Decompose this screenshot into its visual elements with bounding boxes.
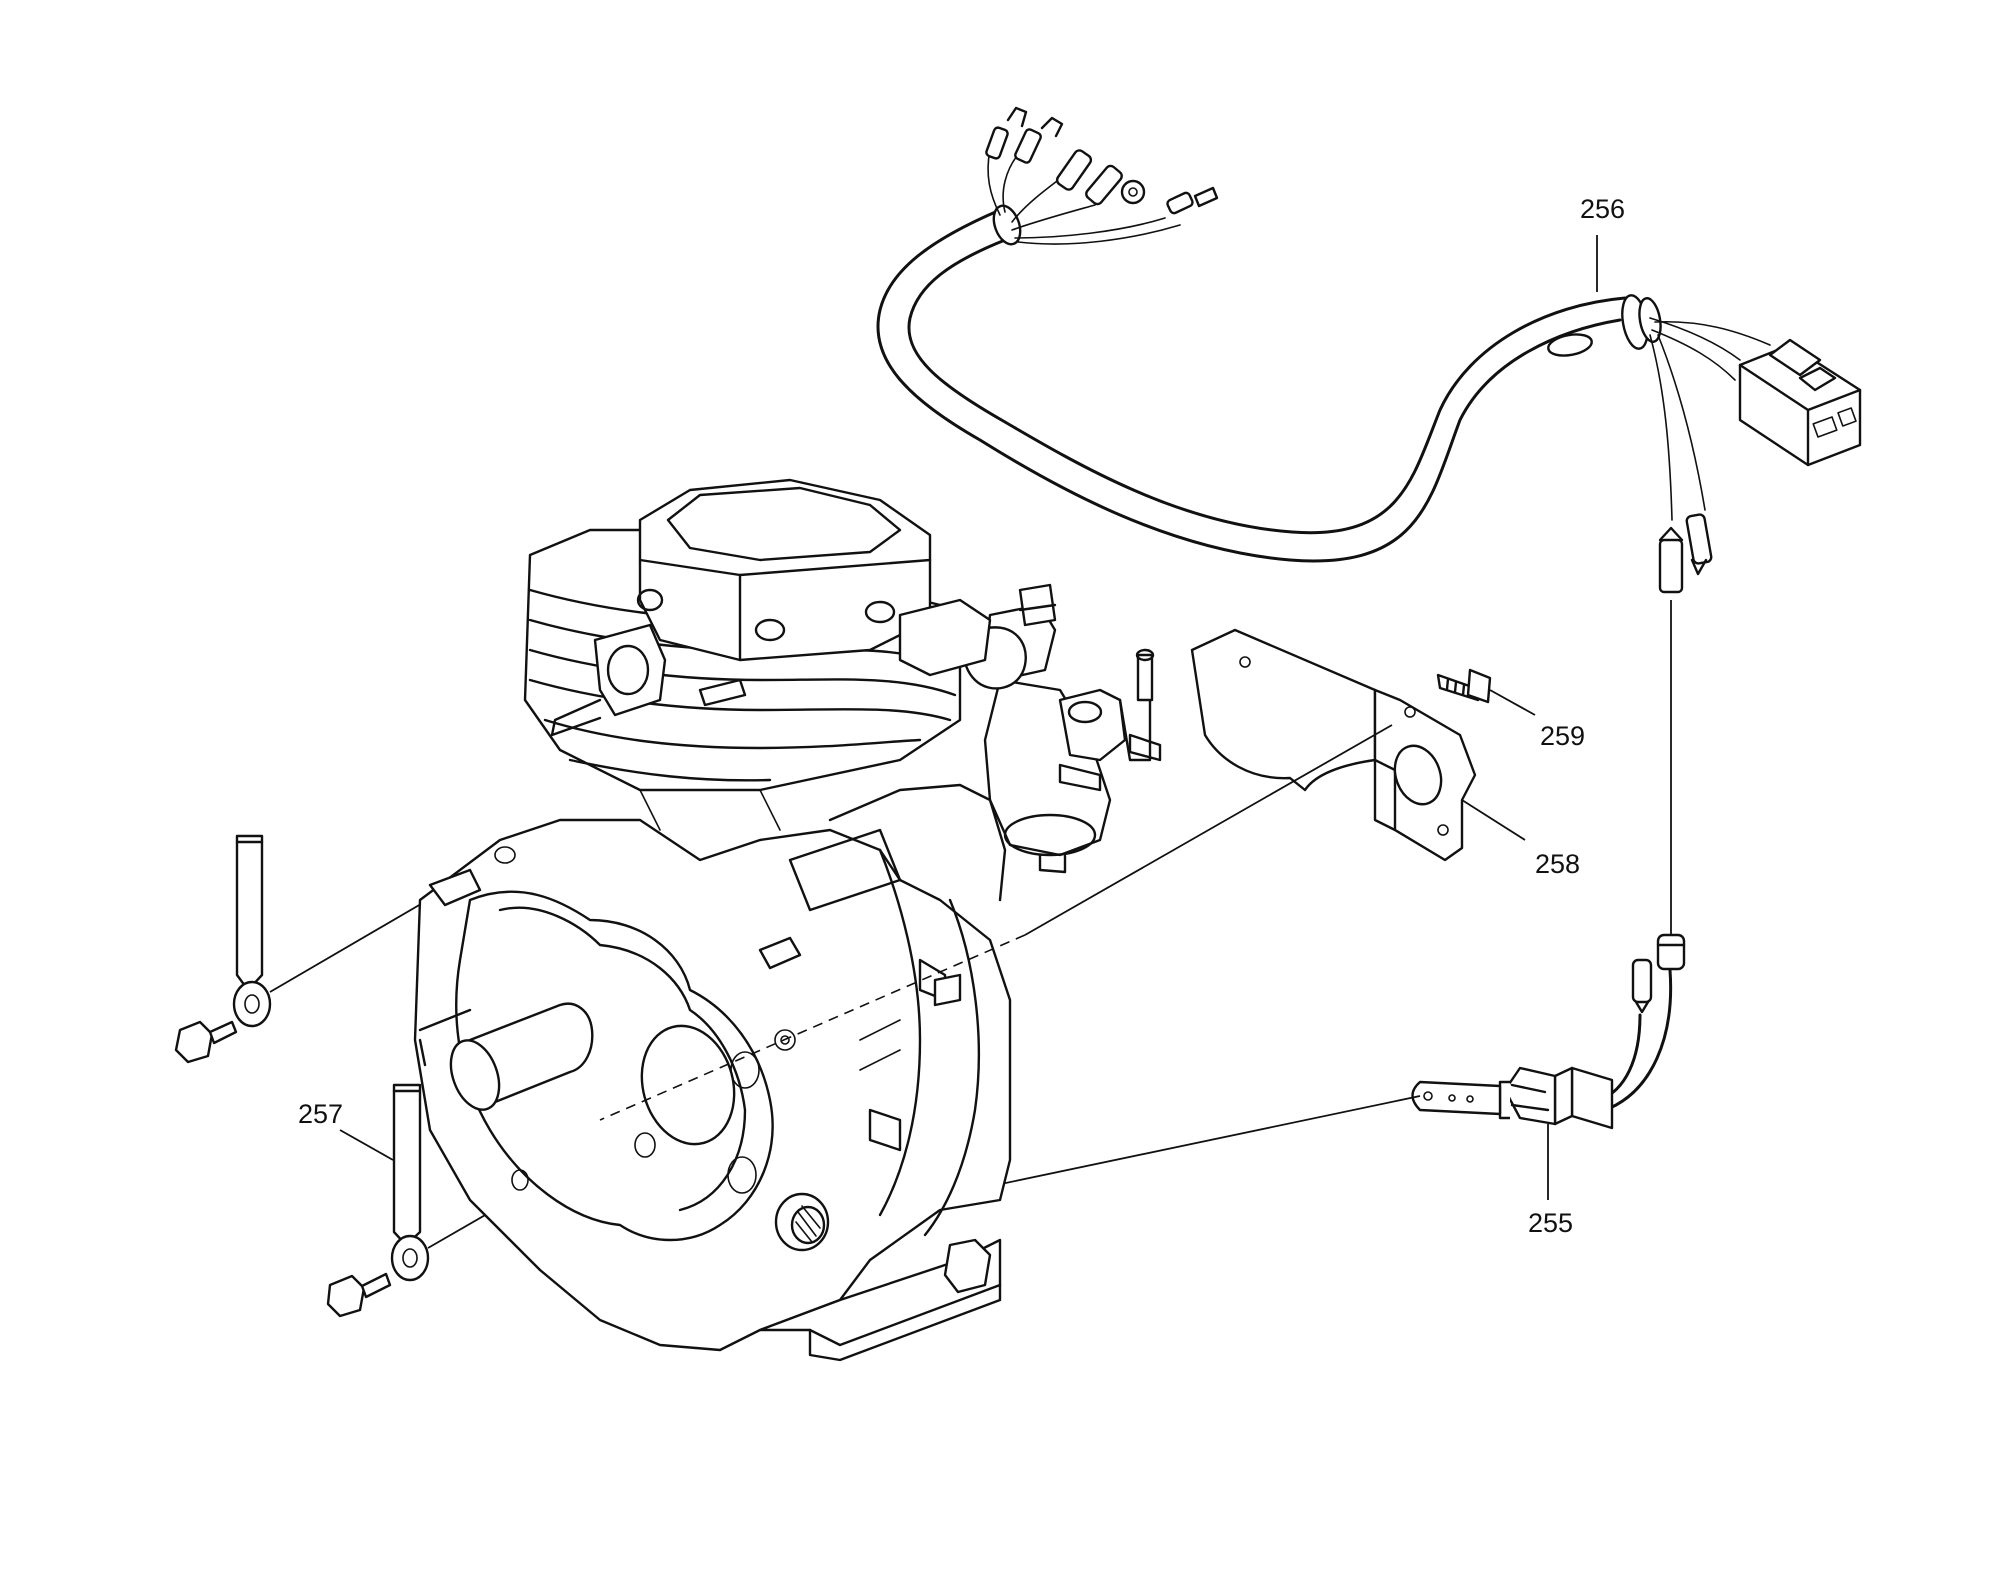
engine-icon (413, 478, 1162, 1362)
callout-256: 256 (1580, 194, 1625, 224)
bolt-icon: 259 (1436, 668, 1585, 751)
oil-sensor-icon: 255 (819, 933, 1686, 1238)
callout-258: 258 (1535, 849, 1580, 879)
callout-255: 255 (1528, 1208, 1573, 1238)
callout-259: 259 (1540, 721, 1585, 751)
wire-harness-icon: 256 (876, 106, 1862, 935)
mounting-bracket-icon: 258 (1024, 628, 1580, 936)
callout-257: 257 (298, 1099, 343, 1129)
